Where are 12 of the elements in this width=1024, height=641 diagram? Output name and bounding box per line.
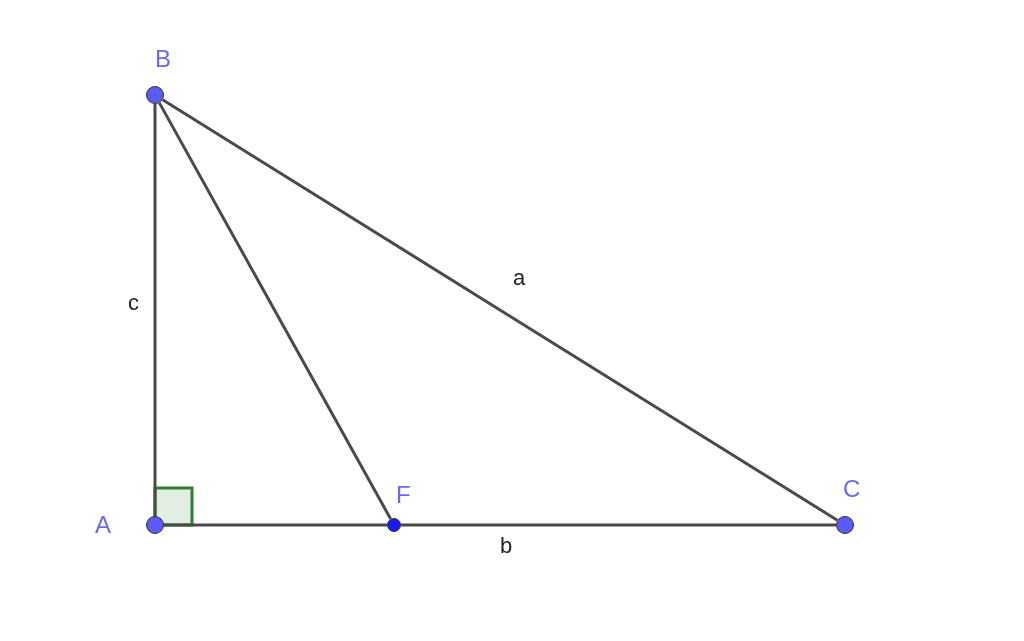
segment-label: a	[513, 267, 526, 289]
line-segment	[401, 523, 836, 527]
line-segment	[158, 102, 392, 520]
point-label: C	[843, 477, 861, 501]
point-label: B	[155, 47, 171, 71]
point-label: A	[95, 513, 111, 537]
segment-label: c	[128, 292, 139, 314]
line-segment	[164, 523, 387, 527]
segment-label: b	[500, 535, 513, 557]
line-segment	[153, 104, 157, 516]
line-segment	[161, 98, 839, 522]
point-label: F	[396, 483, 411, 507]
